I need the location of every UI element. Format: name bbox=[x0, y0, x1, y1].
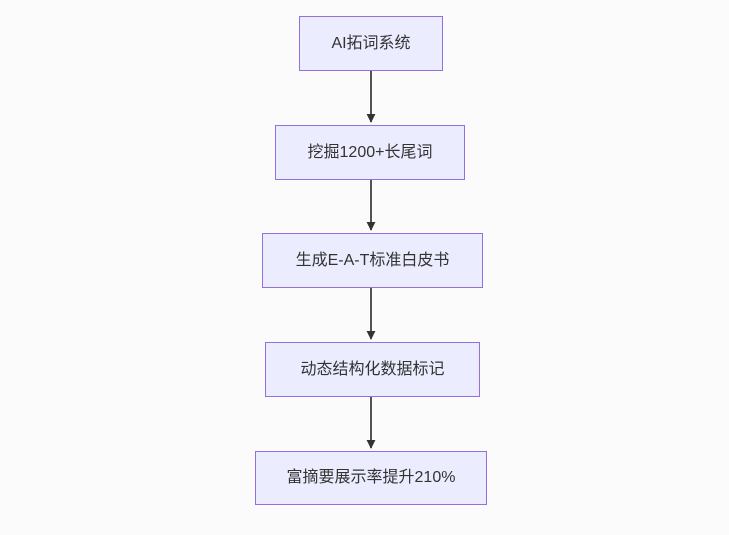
flow-node-ai-expansion-system: AI拓词系统 bbox=[299, 16, 443, 71]
flow-node-longtail-keywords: 挖掘1200+长尾词 bbox=[275, 125, 465, 180]
flow-node-eat-whitepaper: 生成E-A-T标准白皮书 bbox=[262, 233, 483, 288]
node-label: 动态结构化数据标记 bbox=[300, 360, 445, 378]
node-label: AI拓词系统 bbox=[331, 34, 411, 52]
flow-node-structured-data-markup: 动态结构化数据标记 bbox=[265, 342, 480, 397]
node-label: 富摘要展示率提升210% bbox=[286, 469, 456, 487]
node-label: 生成E-A-T标准白皮书 bbox=[295, 251, 450, 269]
flow-node-rich-snippet-result: 富摘要展示率提升210% bbox=[255, 451, 487, 505]
node-label: 挖掘1200+长尾词 bbox=[307, 143, 433, 161]
